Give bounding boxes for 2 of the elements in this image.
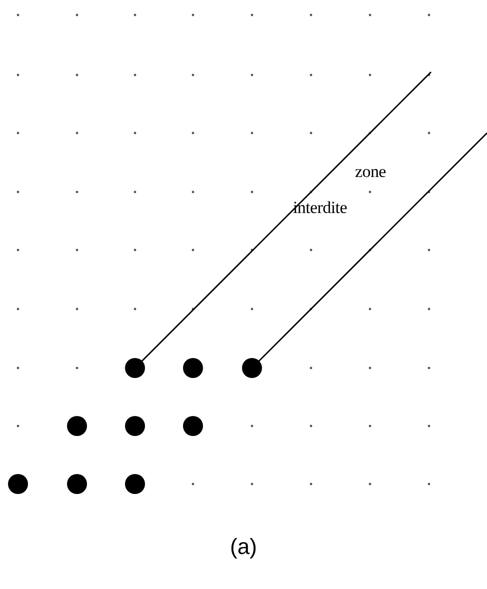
figure-caption: (a) <box>229 534 258 560</box>
zone-label: zone interdite <box>293 161 387 219</box>
